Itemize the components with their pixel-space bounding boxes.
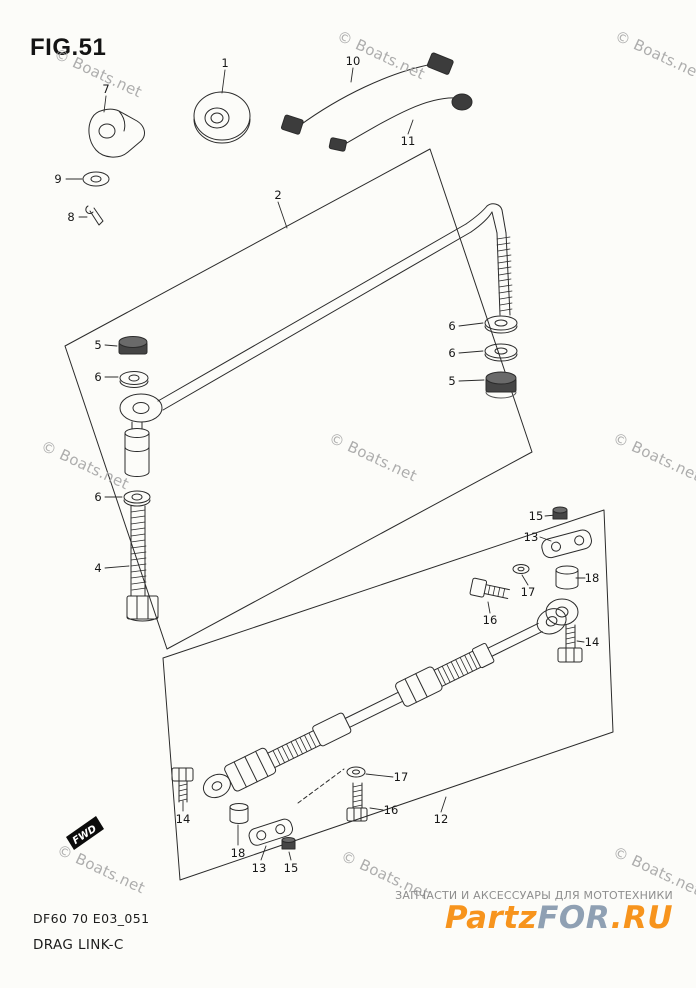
ball-joint-eye (545, 598, 579, 626)
part-14-bolt-left (171, 767, 194, 803)
figure-code: DF60 70 E03_051 (33, 911, 150, 926)
callout-part-14-left: 14 (175, 812, 191, 826)
callout-part-5-right: 5 (448, 374, 456, 388)
callout-part-6-right-2: 6 (448, 346, 456, 360)
callout-part-15-lower: 15 (283, 861, 299, 875)
callout-part-14-right: 14 (584, 635, 600, 649)
part-15-nut-lower (281, 837, 296, 850)
alignment-dashed-line (297, 768, 345, 804)
callout-part-13-lower: 13 (251, 861, 267, 875)
part-18-bushing-upper (555, 565, 579, 590)
callout-part-8: 8 (67, 210, 75, 224)
part-6-washer-right-1 (484, 315, 518, 334)
leader-lines (65, 67, 586, 861)
part-6-washer-right-2 (484, 343, 518, 362)
part-6-washer-lower (123, 490, 151, 507)
upper-assembly-box (64, 148, 533, 650)
rod-eye-end (119, 393, 163, 423)
footer-tagline: ЗАПЧАСТИ И АКСЕССУАРЫ ДЛЯ МОТОТЕХНИКИ (395, 889, 673, 902)
part-13-bracket-upper (541, 529, 592, 559)
part-17-washer-upper (512, 564, 530, 574)
callout-part-6-left: 6 (94, 370, 102, 384)
part-5-nut-left (118, 336, 148, 355)
callout-part-17-upper: 17 (520, 585, 536, 599)
part-16-bolt-upper (469, 577, 511, 599)
part-7-cable-end (88, 108, 145, 158)
connector (451, 93, 473, 111)
figure-title: FIG.51 (30, 34, 107, 61)
part-18-bushing-lower (229, 803, 249, 824)
callout-part-10: 10 (345, 54, 361, 68)
part-16-bolt-lower (346, 782, 368, 822)
callout-part-6-right-1: 6 (448, 319, 456, 333)
connector (280, 114, 304, 135)
callout-part-7: 7 (102, 82, 110, 96)
brand-segment: FOR (537, 900, 611, 936)
part-15-nut-upper (552, 506, 568, 520)
callout-part-16-upper: 16 (482, 613, 498, 627)
callout-part-9: 9 (54, 172, 62, 186)
callout-part-2: 2 (274, 188, 282, 202)
part-8-cotter-pin (85, 205, 104, 226)
part-12-link-rod (202, 608, 567, 799)
callout-part-4: 4 (94, 561, 102, 575)
part-14-bolt-right (557, 624, 583, 663)
part-1-bushing (193, 91, 251, 144)
fwd-flag-shape (66, 816, 104, 850)
part-10-wire-harness (280, 52, 473, 152)
connector (328, 137, 347, 152)
brand-logo: PartzFOR.RU (445, 901, 673, 935)
part-5-nut-right (485, 371, 517, 399)
joint-housing (124, 421, 150, 477)
callout-part-13-upper: 13 (523, 530, 539, 544)
callout-part-18-upper: 18 (584, 571, 600, 585)
part-4-stud (126, 505, 159, 622)
lower-assembly-box (162, 509, 614, 881)
figure-name: DRAG LINK-C (33, 937, 124, 953)
callout-part-1: 1 (221, 56, 229, 70)
callout-part-12: 12 (433, 812, 449, 826)
connector (426, 52, 454, 75)
callout-part-11: 11 (400, 134, 416, 148)
brand-segment: Partz (444, 900, 538, 936)
part-6-washer-left (119, 371, 149, 388)
callout-part-15-upper: 15 (528, 509, 544, 523)
callout-part-16-lower: 16 (383, 803, 399, 817)
part-13-bracket-lower (248, 818, 294, 846)
callout-part-17-lower: 17 (393, 770, 409, 784)
part-17-washer-lower (346, 766, 366, 778)
callout-part-18-lower: 18 (230, 846, 246, 860)
part-2-drag-link-rod (157, 203, 513, 411)
part-9-washer (82, 171, 110, 187)
brand-segment: .RU (610, 900, 673, 936)
callout-part-6-left-lower: 6 (94, 490, 102, 504)
callout-part-5-left: 5 (94, 338, 102, 352)
